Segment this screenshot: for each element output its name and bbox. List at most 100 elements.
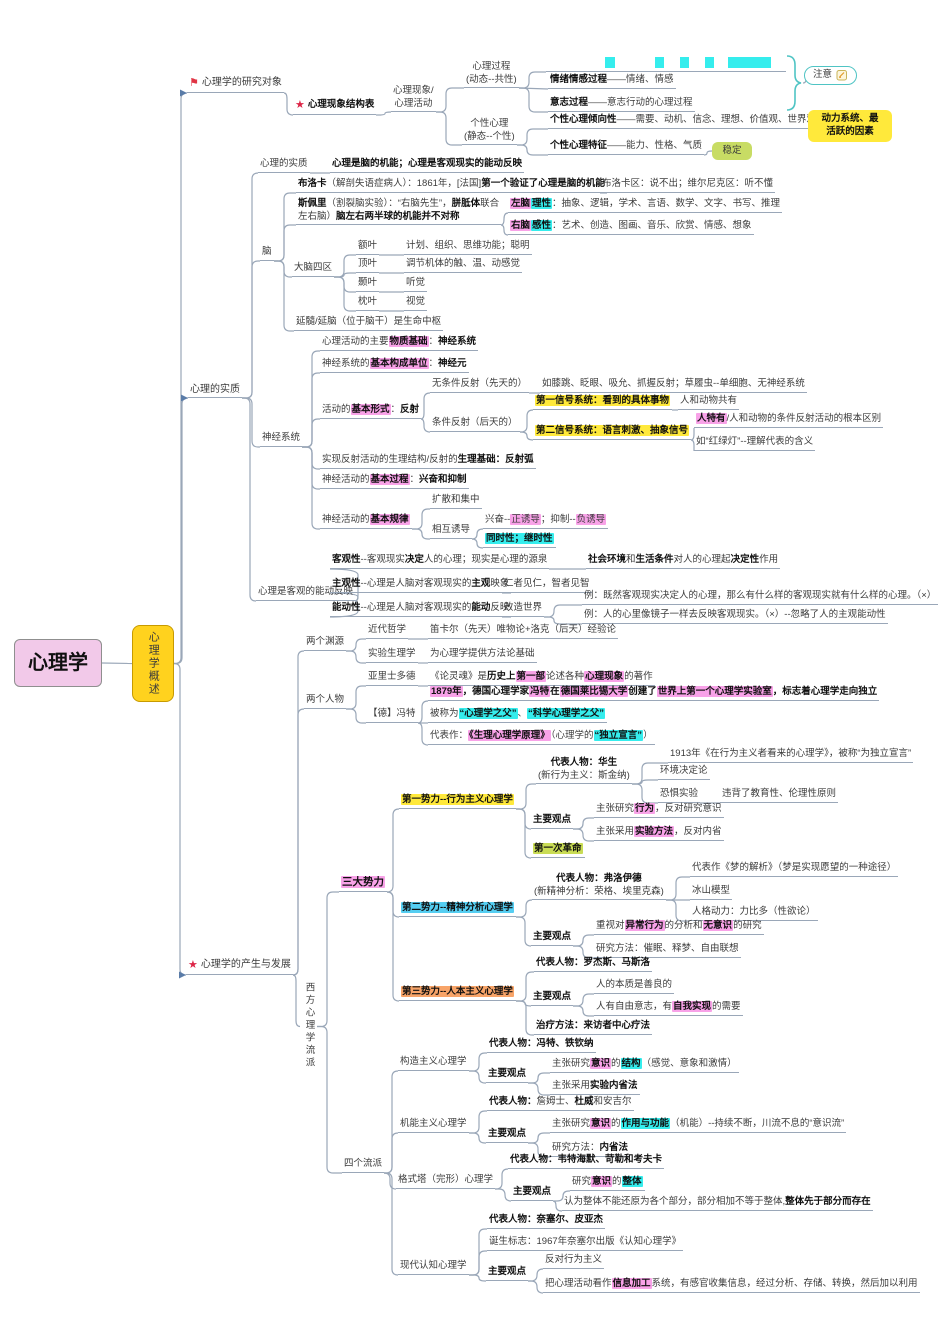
node-cognition-blocks[interactable]: [546, 57, 786, 72]
node-sanda[interactable]: 三大势力: [339, 876, 387, 892]
node-yalis[interactable]: 亚里士多德: [366, 671, 418, 686]
node-shili2[interactable]: 第二势力--精神分析心理学: [399, 902, 516, 917]
node-fuluoyide[interactable]: 代表人物：弗洛伊德(新精神分析：荣格、埃里克森): [532, 873, 666, 901]
node-guilv[interactable]: 神经活动的基本规律: [320, 514, 412, 529]
node-eye1[interactable]: 额叶: [356, 240, 380, 255]
node-xwei[interactable]: 主张研究行为，反对研究意识: [594, 803, 724, 818]
node-b3[interactable]: ★心理学的产生与发展: [186, 958, 293, 975]
node-li1[interactable]: 例：既然客观现实决定人的心理，那么有什么样的客观现实就有什么样的心理。（×）: [582, 590, 939, 605]
node-nao[interactable]: 脑: [260, 246, 274, 261]
node-renwu[interactable]: 两个人物: [304, 694, 347, 709]
node-dansheng[interactable]: 诞生标志：1967年奈塞尔出版《认知心理学》: [487, 1236, 684, 1251]
node-bufen[interactable]: 认为整体不能还原为各个部分，部分相加不等于整体,整体先于部分而存在: [562, 1196, 873, 1211]
node-fanshehu[interactable]: 实现反射活动的生理结构/反射的生理基础：反射弧: [320, 454, 536, 469]
node-danao[interactable]: 大脑四区: [292, 262, 335, 277]
node-eye3t[interactable]: 听觉: [404, 277, 428, 292]
node-xingshi[interactable]: 活动的基本形式：反射: [320, 404, 422, 419]
node-mengjx[interactable]: 代表作《梦的解析》（梦是实现愿望的一种途径）: [690, 862, 899, 877]
node-renhe[interactable]: 人和动物共有: [678, 395, 740, 410]
node-root[interactable]: 心理学: [14, 639, 102, 687]
node-xinxi[interactable]: 把心理活动看作信息加工系统，有感官收集信息，经过分析、存储、转换，然后加以利用: [543, 1278, 920, 1293]
node-huasheng[interactable]: 代表人物：华生(新行为主义：斯金纳): [536, 757, 632, 785]
node-weibei[interactable]: 违背了教育性、伦理性原则: [720, 788, 839, 803]
node-buluoka2[interactable]: 布洛卡区：说不出；维尔尼克区：听不懂: [600, 178, 776, 193]
node-gaizao[interactable]: 改造世界: [502, 602, 545, 617]
node-shehui[interactable]: 社会环境和生活条件对人的心理起决定性作用: [586, 554, 781, 569]
node-hongludeng[interactable]: 如“红绿灯”--理解代表的含义: [694, 436, 816, 451]
node-zy4[interactable]: 主要观点: [486, 1068, 529, 1083]
node-eye2[interactable]: 顶叶: [356, 258, 380, 273]
node-luojiesi[interactable]: 代表人物：罗杰斯、马斯洛: [534, 957, 653, 972]
node-tiaojian[interactable]: 条件反射（后天的）: [430, 417, 520, 432]
node-yizhi[interactable]: 意志过程——意志行动的心理过程: [548, 97, 695, 112]
node-bingshan[interactable]: 冰山模型: [690, 885, 733, 900]
node-signal2[interactable]: 第二信号系统：语言刺激、抽象信号: [533, 425, 692, 440]
node-xifang[interactable]: 西方心理学流派: [300, 982, 317, 1071]
node-zy2[interactable]: 主要观点: [531, 931, 574, 946]
node-buluoka[interactable]: 布洛卡（解剖失语症病人）：1861年，[法国]第一个验证了心理是脑的机能: [296, 178, 607, 193]
node-shili3[interactable]: 第三势力--人本主义心理学: [399, 986, 516, 1001]
node-cuimian[interactable]: 研究方法：催眠、释梦、自由联想: [594, 943, 741, 958]
node-younao[interactable]: 右脑感性：艺术、创造、图画、音乐、欣赏、情感、想象: [508, 220, 754, 235]
node-gouzao[interactable]: 构造主义心理学: [398, 1056, 469, 1071]
node-yansui[interactable]: 延髓/延脑（位于脑干）是生命中枢: [294, 316, 444, 331]
node-jiegou2[interactable]: 主张研究意识的结构（感觉、意象和激情）: [550, 1058, 739, 1073]
node-sipeili[interactable]: 斯佩里（割裂脑实验）：“右脑先生”，胼胝体联合左右脑）脑左右两半球的机能并不对称: [296, 198, 502, 226]
node-benzhi[interactable]: 人的本质是善良的: [594, 979, 675, 994]
node-eye4[interactable]: 枕叶: [356, 296, 380, 311]
node-xingfen[interactable]: 神经活动的基本过程：兴奋和抑制: [320, 474, 469, 489]
node-defengte[interactable]: 【德】冯特: [366, 708, 418, 723]
node-eye2t[interactable]: 调节机体的触、温、动感觉: [404, 258, 523, 273]
node-keguan[interactable]: 客观性--客观现实决定人的心理；现实是心理的源泉: [330, 554, 550, 569]
node-fangfa[interactable]: 为心理学提供方法论基础: [428, 648, 537, 663]
node-geshita[interactable]: 格式塔（完形）心理学: [396, 1174, 496, 1189]
node-zhuguan[interactable]: 主观性--心理是人脑对客观现实的主观映象: [330, 578, 512, 593]
node-zuonao[interactable]: 左脑理性：抽象、逻辑，学术、言语、数学、文字、书写、推理: [508, 198, 783, 213]
node-qingxu[interactable]: 情绪情感过程——情绪、情感: [548, 74, 676, 89]
node-geming[interactable]: 第一次革命: [531, 843, 585, 858]
node-shiyansl[interactable]: 实验生理学: [366, 648, 418, 663]
node-lunlh[interactable]: 《论灵魂》是历史上第一部论述各种心理现象的著作: [428, 671, 655, 686]
node-eye3[interactable]: 颞叶: [356, 277, 380, 292]
node-jindai[interactable]: 近代哲学: [366, 624, 409, 639]
node-kuosan[interactable]: 扩散和集中: [430, 494, 482, 509]
node-teyou[interactable]: 人特有/人和动物的条件反射活动的根本区别: [694, 413, 884, 428]
node-gexing[interactable]: 个性心理(静态--个性): [462, 118, 517, 146]
node-dongli[interactable]: 动力系统、最活跃的因素: [808, 110, 892, 142]
node-tongshi[interactable]: 同时性；继时性: [483, 533, 556, 548]
node-signal1[interactable]: 第一信号系统：看到的具体事物: [533, 395, 673, 410]
node-jiegoubiao[interactable]: ★心理现象结构表: [293, 98, 377, 115]
node-eye1t[interactable]: 计划、组织、思维功能；聪明: [404, 240, 532, 255]
node-ziyou[interactable]: 人有自由意志，有自我实现的需要: [594, 1001, 743, 1016]
node-zuoyong[interactable]: 主张研究意识的作用与功能（机能）--持续不断，川流不息的“意识流”: [550, 1118, 847, 1133]
node-yichang[interactable]: 重视对异常行为的分析和无意识的研究: [594, 920, 764, 935]
node-shizhi2t[interactable]: 心理是脑的机能；心理是客观现实的能动反映: [330, 158, 525, 173]
node-kenengdong[interactable]: 心理是客观的能动反映: [256, 586, 356, 601]
node-ruxitiao[interactable]: 如膝跳、眨眼、吸允、抓握反射；草履虫--单细胞、无神经系统: [540, 378, 807, 393]
node-jineng[interactable]: 机能主义心理学: [398, 1118, 469, 1133]
node-qingxiang[interactable]: 个性心理倾向性——需要、动机、信念、理想、价值观、世界观: [548, 114, 819, 129]
node-shili1[interactable]: 第一势力--行为主义心理学: [399, 794, 516, 809]
node-dbwt[interactable]: 代表人物：韦特海默、苛勒和考夫卡: [508, 1154, 665, 1169]
node-sige[interactable]: 四个流派: [342, 1158, 385, 1173]
node-zhuyi[interactable]: 注意: [804, 66, 858, 85]
node-yuanyuan[interactable]: 两个渊源: [304, 636, 347, 651]
node-fandui[interactable]: 反对行为主义: [543, 1254, 605, 1269]
node-xiandai[interactable]: 现代认知心理学: [398, 1260, 469, 1275]
node-wutiaojian[interactable]: 无条件反射（先天的）: [430, 378, 530, 393]
node-goucheng[interactable]: 神经系统的基本构成单位：神经元: [320, 358, 469, 373]
node-zy5[interactable]: 主要观点: [486, 1128, 529, 1143]
node-renge[interactable]: 人格动力：力比多（性欲论）: [690, 906, 818, 921]
node-wuzhi[interactable]: 心理活动的主要物质基础：神经系统: [320, 336, 479, 351]
node-tezheng[interactable]: 个性心理特征——能力、性格、气质: [548, 140, 705, 155]
node-shizhi2[interactable]: 心理的实质: [258, 158, 310, 173]
node-li2[interactable]: 例：人的心里像镜子一样去反映客观现实。（×）--忽略了人的主观能动性: [582, 609, 888, 624]
node-dikaer[interactable]: 笛卡尔（先天）唯物论+洛克（后天）经验论: [428, 624, 619, 639]
node-psy-process[interactable]: 心理过程(动态--共性): [464, 61, 519, 89]
node-xianxiang[interactable]: 心理现象/心理活动: [391, 85, 436, 113]
node-shenjing[interactable]: 神经系统: [260, 432, 303, 447]
node-zhengti[interactable]: 研究意识的整体: [570, 1176, 645, 1191]
node-zy1[interactable]: 主要观点: [531, 814, 574, 829]
node-renzhe[interactable]: 仁者见仁，智者见智: [502, 578, 592, 593]
node-eye4t[interactable]: 视觉: [404, 296, 428, 311]
